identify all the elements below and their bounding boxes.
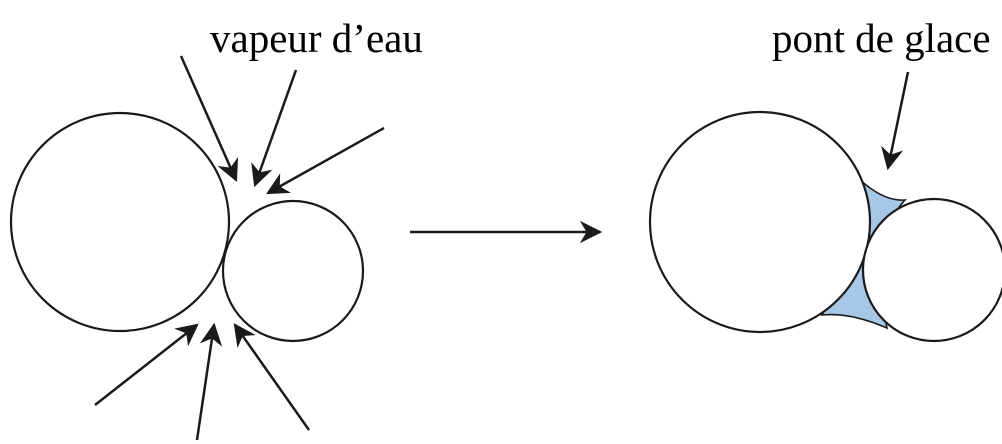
vapor-arrow-bottom-2 bbox=[195, 322, 223, 441]
vapor-arrow-top-1 bbox=[179, 55, 239, 183]
vapor-label: vapeur d’eau bbox=[210, 15, 423, 61]
vapor-arrow-bottom-1 bbox=[94, 323, 199, 406]
vapor-arrow-bottom-3 bbox=[233, 323, 311, 431]
small-particle-right bbox=[861, 197, 1002, 343]
ice-bridge-pointer-arrow bbox=[881, 71, 910, 171]
large-particle-right bbox=[648, 110, 872, 334]
right-panel bbox=[648, 71, 1002, 343]
small-particle-left bbox=[221, 199, 365, 343]
vapor-arrow-top-3 bbox=[266, 126, 385, 195]
left-panel bbox=[9, 55, 385, 441]
ice-bridge-label: pont de glace bbox=[772, 15, 991, 61]
large-particle-left bbox=[9, 111, 231, 333]
vapor-arrow-top-2 bbox=[251, 69, 298, 188]
